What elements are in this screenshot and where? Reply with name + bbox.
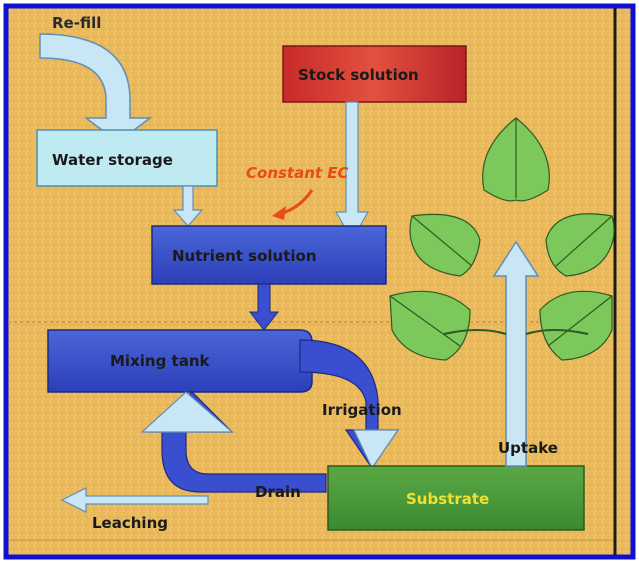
stock-solution-label: Stock solution xyxy=(298,66,419,84)
stock-solution-box xyxy=(282,45,467,103)
substrate-label: Substrate xyxy=(406,490,489,508)
constant-ec-label: Constant EC xyxy=(246,164,349,182)
water-storage-label: Water storage xyxy=(52,151,173,169)
leaching-label: Leaching xyxy=(92,514,168,532)
mixing-tank-box xyxy=(47,329,313,393)
drain-return-arrow xyxy=(140,391,327,493)
constant-ec-arrowhead xyxy=(272,206,286,220)
frame-border xyxy=(3,3,636,560)
irrigation-arrow xyxy=(299,339,400,470)
irrigation-label: Irrigation xyxy=(322,401,402,419)
refill-label: Re-fill xyxy=(52,14,101,32)
leaching-arrow xyxy=(60,487,209,513)
water-storage-box xyxy=(36,129,218,187)
drain-label: Drain xyxy=(255,483,301,501)
water-to-nutrient-arrow xyxy=(172,185,204,227)
uptake-label: Uptake xyxy=(498,439,558,457)
nutrient-solution-label: Nutrient solution xyxy=(172,247,317,265)
plant-icon xyxy=(389,117,615,361)
uptake-arrow xyxy=(492,240,540,467)
substrate-box xyxy=(327,465,585,531)
mixing-tank-label: Mixing tank xyxy=(110,352,210,370)
nutrient-to-mixing-arrow xyxy=(248,283,280,331)
